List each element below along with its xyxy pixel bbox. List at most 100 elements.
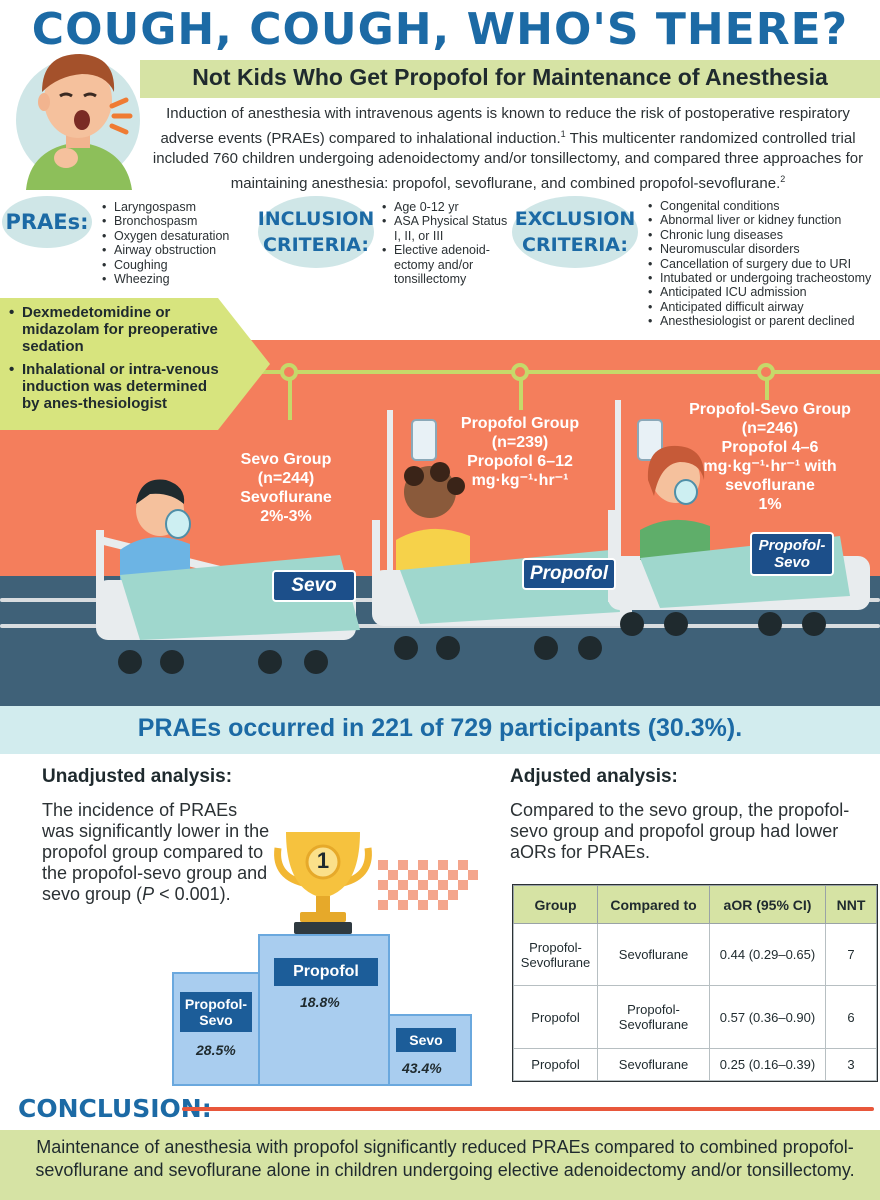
exclusion-item: Abnormal liver or kidney function (646, 213, 878, 228)
exclusion-item: Anticipated difficult airway (646, 300, 878, 315)
trophy-rank: 1 (316, 848, 330, 873)
sevo-group-title: Sevo Group (240, 451, 332, 468)
timeline-node (280, 363, 298, 381)
podium-first-label: Propofol (274, 958, 378, 986)
sevo-group-label: Sevo Group (n=244) Sevoflurane 2%-3% (222, 450, 350, 526)
propofol-group-n: (n=239) (491, 434, 549, 451)
praes-item: Airway obstruction (100, 243, 260, 258)
adjusted-text: Compared to the sevo group, the propofol… (510, 800, 850, 862)
aor-table: Group Compared to aOR (95% CI) NNT Propo… (512, 884, 878, 1082)
praes-item: Oxygen desaturation (100, 229, 260, 244)
podium-first (258, 934, 390, 1086)
praes-list: Laryngospasm Bronchospasm Oxygen desatur… (100, 200, 260, 287)
trophy-icon (274, 832, 478, 934)
praes-label: PRAEs: (2, 196, 92, 248)
table-cell: 0.44 (0.29–0.65) (709, 922, 826, 987)
timeline-node (757, 363, 775, 381)
intro-text-1: Induction of anesthesia with intravenous… (160, 105, 850, 147)
table-cell: Propofol (513, 1047, 598, 1082)
combo-group-dose2: 1% (758, 496, 782, 513)
conclusion-divider (182, 1107, 874, 1111)
table-cell: 3 (825, 1047, 877, 1082)
table-row: Propofol-Sevoflurane Sevoflurane 0.44 (0… (513, 922, 877, 987)
unadjusted-body: The incidence of PRAEs was significantly… (42, 800, 270, 904)
combo-group-drug: Propofol 4–6 (721, 439, 819, 456)
table-cell: 6 (825, 985, 877, 1049)
table-cell: 0.57 (0.36–0.90) (709, 985, 826, 1049)
intro-ref-1: 1 (560, 129, 566, 139)
subtitle: Not Kids Who Get Propofol for Maintenanc… (192, 64, 828, 90)
praes-item: Wheezing (100, 272, 260, 287)
exclusion-label: EXCLUSION CRITERIA: (512, 196, 638, 268)
combo-group-n: (n=246) (741, 420, 799, 437)
results-headline: PRAEs occurred in 221 of 729 participant… (137, 714, 743, 742)
coughing-child-illustration (16, 54, 140, 190)
table-cell: Sevoflurane (597, 1047, 710, 1082)
conclusion-text: Maintenance of anesthesia with propofol … (35, 1137, 855, 1180)
subtitle-band (140, 60, 880, 98)
sevo-group-drug: Sevoflurane (240, 489, 332, 506)
combo-group-drug2: sevoflurane (725, 477, 815, 494)
adjusted-title: Adjusted analysis: (510, 766, 678, 787)
exclusion-item: Intubated or undergoing tracheostomy (646, 271, 878, 286)
exclusion-item: Congenital conditions (646, 199, 878, 214)
table-row: Propofol Propofol-Sevoflurane 0.57 (0.36… (513, 985, 877, 1049)
conclusion-label: CONCLUSION: (18, 1094, 212, 1123)
inclusion-item: ASA Physical Status I, II, or III (380, 214, 512, 243)
table-cell: Propofol-Sevoflurane (513, 922, 598, 987)
timeline-bar (230, 370, 880, 374)
inclusion-label-line2: CRITERIA: (263, 234, 369, 256)
podium-first-pct: 18.8% (300, 994, 340, 1010)
exclusion-item: Neuromuscular disorders (646, 242, 878, 257)
podium-third-pct: 43.4% (402, 1060, 442, 1076)
pre-notes-list: Dexmedetomidine or midazolam for preoper… (8, 304, 223, 418)
inclusion-label: INCLUSION CRITERIA: (258, 196, 374, 268)
exclusion-item: Chronic lung diseases (646, 228, 878, 243)
table-cell: 0.25 (0.16–0.39) (709, 1047, 826, 1082)
table-header-group: Group (513, 885, 598, 924)
unadjusted-title: Unadjusted analysis: (42, 766, 233, 787)
podium-second-label-line1: Propofol- (184, 996, 248, 1012)
unadjusted-p: P (142, 884, 155, 904)
table-cell: Sevoflurane (597, 922, 710, 987)
praes-item: Coughing (100, 258, 260, 273)
timeline-stem (519, 374, 523, 410)
results-band (0, 706, 880, 754)
exclusion-list: Congenital conditions Abnormal liver or … (646, 199, 878, 329)
timeline-stem (765, 374, 769, 400)
table-header-row: Group Compared to aOR (95% CI) NNT (513, 885, 877, 924)
podium-third-label: Sevo (396, 1028, 456, 1052)
intro-text-2: This multicenter randomized controlled t… (152, 130, 864, 192)
main-title: COUGH, COUGH, WHO'S THERE? (31, 4, 849, 55)
bed-plate-combo-line2: Sevo (774, 554, 810, 571)
unadjusted-text: The incidence of PRAEs was significantly… (42, 800, 270, 905)
praes-item: Bronchospasm (100, 214, 260, 229)
table-cell: Propofol (513, 985, 598, 1049)
podium-second-label: Propofol- Sevo (180, 992, 252, 1032)
exclusion-label-line2: CRITERIA: (522, 234, 628, 256)
sevo-group-n: (n=244) (257, 470, 315, 487)
combo-group-title: Propofol-Sevo Group (689, 401, 851, 418)
unadjusted-tail: < 0.001). (154, 884, 231, 904)
intro-paragraph: Induction of anesthesia with intravenous… (140, 104, 876, 194)
intro-ref-2: 2 (780, 174, 786, 184)
combo-group-label: Propofol-Sevo Group (n=246) Propofol 4–6… (672, 400, 868, 514)
table-header-nnt: NNT (825, 885, 877, 924)
inclusion-item: Age 0-12 yr (380, 200, 512, 215)
pre-note: Dexmedetomidine or midazolam for preoper… (8, 304, 223, 355)
bed-plate-combo-line1: Propofol- (758, 537, 826, 554)
table-cell: Propofol-Sevoflurane (597, 985, 710, 1049)
bed-plate-sevo: Sevo (272, 570, 356, 602)
inclusion-label-line1: INCLUSION (257, 208, 375, 230)
podium-second-label-line2: Sevo (199, 1012, 233, 1028)
timeline-node (511, 363, 529, 381)
inclusion-list: Age 0-12 yr ASA Physical Status I, II, o… (380, 200, 512, 286)
exclusion-item: Anticipated ICU admission (646, 285, 878, 300)
bed-plate-propofol-sevo: Propofol- Sevo (750, 532, 834, 576)
table-header-compared: Compared to (597, 885, 710, 924)
exclusion-item: Anesthesiologist or parent declined (646, 314, 878, 329)
podium-second-pct: 28.5% (196, 1042, 236, 1058)
table-header-aor: aOR (95% CI) (709, 885, 826, 924)
propofol-group-title: Propofol Group (460, 415, 580, 432)
bed-plate-propofol: Propofol (522, 558, 616, 590)
